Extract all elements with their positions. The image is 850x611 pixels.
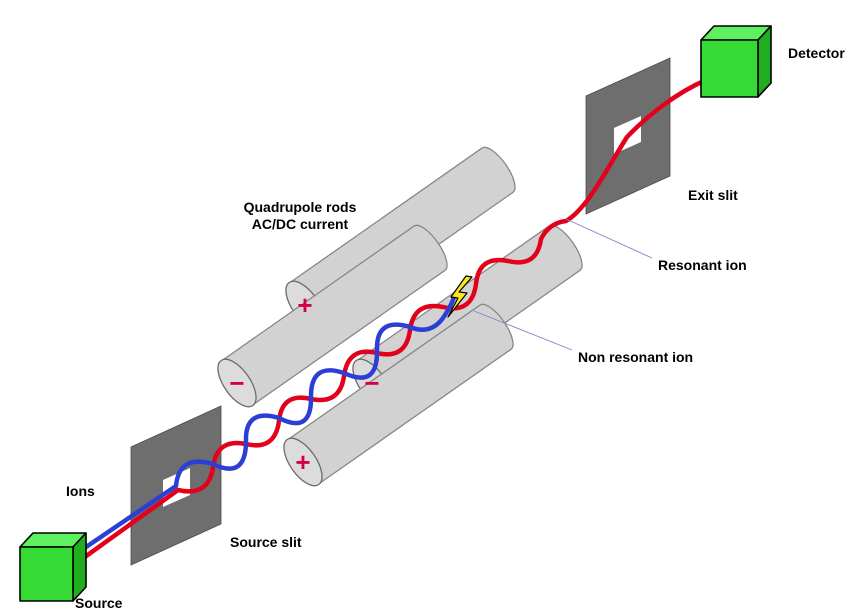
ions-label: Ions <box>66 483 95 499</box>
quadrupole-rods-label-line1: Quadrupole rods <box>244 199 357 215</box>
rod-end-cap <box>283 437 323 487</box>
detector-label: Detector <box>788 45 845 61</box>
rod-cylinder <box>221 224 448 406</box>
source-label: Source <box>75 595 123 611</box>
source-slit-label: Source slit <box>230 534 302 550</box>
rod-left-negative <box>217 224 448 408</box>
rod-cylinder <box>287 303 514 485</box>
detector-cube-front-face <box>700 39 759 98</box>
quadrupole-rods-label-line2: AC/DC current <box>252 216 349 232</box>
rod-sign-top: + <box>297 290 312 320</box>
resonant-ion-beam <box>61 77 709 575</box>
rod-sign-right: − <box>364 368 379 398</box>
rod-sign-bottom: + <box>295 447 310 477</box>
rod-bottom-positive <box>283 303 514 487</box>
non-resonant-ion-label: Non resonant ion <box>578 349 693 365</box>
rod-sign-left: − <box>229 368 244 398</box>
exit-slit-label: Exit slit <box>688 187 738 203</box>
rod-end-cap <box>217 358 257 408</box>
source-cube-front-face <box>19 546 74 602</box>
resonant-ion-leader-line <box>565 218 653 259</box>
detector-cube <box>700 25 772 98</box>
lightning-icon <box>447 275 473 318</box>
resonant-ion-label: Resonant ion <box>658 257 747 273</box>
source-cube <box>19 532 87 602</box>
non-resonant-ion-beam <box>58 294 457 567</box>
non-resonant-ion-leader-line <box>473 310 573 351</box>
